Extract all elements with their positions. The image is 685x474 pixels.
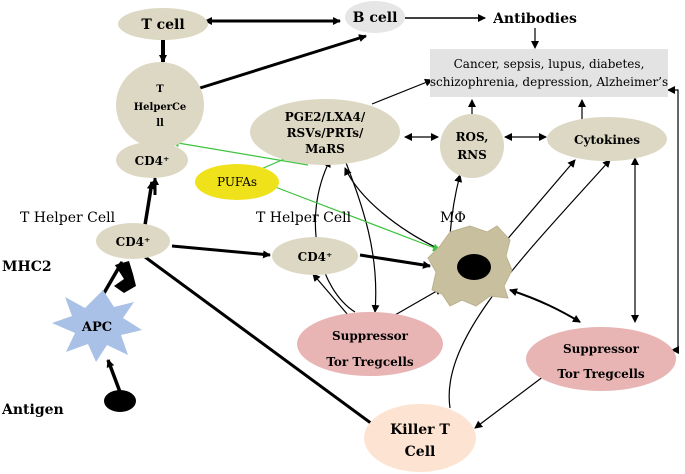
edge-macrophage-mediators: [344, 167, 438, 249]
suppressor-left-line-2: Tor Tregcells: [326, 355, 414, 369]
cd4-top-label: CD4⁺: [135, 154, 170, 168]
edge-cd4left-cd4top: [143, 181, 155, 226]
edge-antigen-apc: [106, 359, 122, 393]
t-helper-cell-node: [116, 62, 204, 148]
edge-diseases-suppright: [667, 86, 679, 354]
t-helper-cell-line-3: ll: [156, 118, 164, 129]
cd4-mid-node: [272, 237, 358, 275]
edge-macrophage-ros: [449, 174, 463, 236]
b-cell-node: [345, 1, 405, 33]
diseases-line-2: schizophrenia, depression, Alzheimer’s: [430, 75, 668, 89]
edge-thelper-bcell: [199, 34, 367, 90]
macrophage-label: MΦ: [440, 210, 466, 226]
cd4-left-label: CD4⁺: [116, 235, 151, 249]
ros-rns-node: [440, 114, 504, 178]
edges: [98, 14, 679, 434]
suppressor-left-node: [297, 312, 443, 376]
edge-macrophage-cytokines: [504, 159, 576, 243]
edge-mediators-diseases: [371, 78, 433, 105]
cytokines-label: Cytokines: [574, 133, 640, 147]
killer-line-2: Cell: [405, 444, 436, 460]
edge-mediators-thelper: [171, 139, 309, 166]
mhc2-receptor-icon: [114, 261, 136, 293]
ros-line-2: RNS: [457, 148, 487, 162]
suppressor-right-line-2: Tor Tregcells: [557, 367, 645, 381]
edge-macrophage-suppright: [509, 288, 581, 323]
ros-line-1: ROS,: [456, 130, 489, 144]
mediators-node: [250, 99, 400, 165]
cytokines-node: [547, 117, 667, 161]
t-helper-label-mid: T Helper Cell: [256, 210, 352, 226]
mediators-line-3: MaRS: [305, 142, 345, 156]
killer-line-1: Killer T: [390, 422, 450, 438]
macrophage-nucleus: [457, 254, 491, 280]
edge-suppright-killer: [474, 369, 553, 429]
edge-suppleft-macrophage: [394, 287, 443, 316]
antigen-label: Antigen: [1, 402, 64, 418]
t-cell-node: [118, 8, 208, 40]
edge-mediators-suppleft-2: [314, 159, 356, 313]
pufas-label: PUFAs: [217, 175, 257, 189]
apc-node: [52, 290, 142, 362]
suppressor-right-node: [526, 327, 676, 391]
cd4-mid-label: CD4⁺: [298, 250, 333, 264]
antigen-node: [104, 390, 136, 412]
suppressor-right-line-1: Suppressor: [563, 342, 640, 356]
mediators-line-1: PGE2/LXA4/: [285, 110, 366, 124]
edge-suppleft-cd4mid: [312, 273, 349, 316]
edge-mediators-suppleft: [344, 159, 380, 313]
suppressor-left-line-1: Suppressor: [332, 329, 409, 343]
t-cell-label: T cell: [141, 17, 184, 33]
edge-cd4mid-macrophage: [359, 253, 431, 269]
cd4-left-node: [96, 223, 170, 259]
pufas-node: [195, 164, 279, 200]
diseases-box: [430, 49, 668, 97]
killer-t-cell-node: [364, 404, 476, 472]
edge-pufa-macrophage: [269, 184, 441, 252]
t-helper-cell-line-2: HelperCe: [134, 102, 187, 113]
t-helper-cell-line-1: T: [156, 84, 164, 95]
edge-cd4left-killer: [144, 255, 384, 434]
mhc2-label: MHC2: [2, 259, 52, 275]
b-cell-label: B cell: [353, 10, 398, 26]
edge-cd4left-cd4mid: [171, 244, 271, 259]
t-helper-label-left: T Helper Cell: [20, 210, 116, 226]
antibodies-label: Antibodies: [492, 11, 577, 27]
cd4-top-node: [116, 142, 188, 178]
diseases-line-1: Cancer, sepsis, lupus, diabetes,: [454, 57, 645, 71]
apc-label: APC: [81, 320, 112, 335]
mediators-line-2: RSVs/PRTs/: [287, 126, 364, 140]
